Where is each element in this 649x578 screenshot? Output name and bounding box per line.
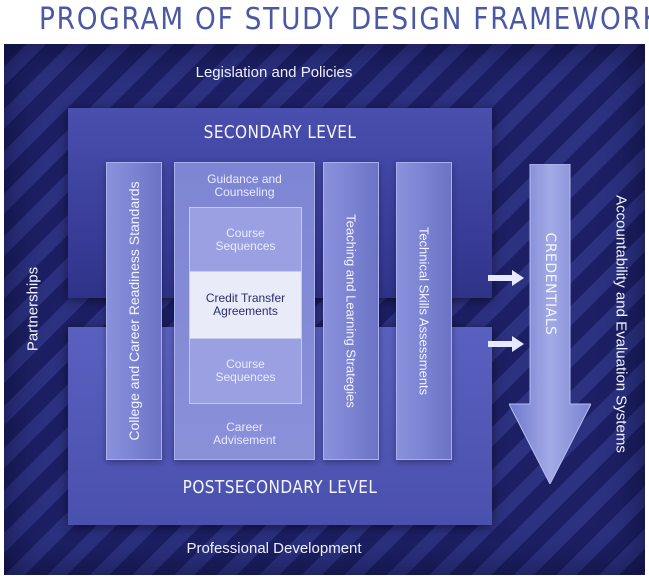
legislation-label: Legislation and Policies [195,64,353,81]
teaching-learning-label: Teaching and Learning Strategies [343,214,359,408]
partnerships-label: Partnerships [24,266,42,352]
postsecondary-level-title: POSTSECONDARY LEVEL [182,477,378,498]
accountability-label-wrap: Accountability and Evaluation Systems [604,154,638,494]
arrow-right-icon [488,270,524,286]
credentials-arrow: CREDENTIALS [509,164,591,484]
credentials-label: CREDENTIALS [542,232,558,336]
framework-frame: Legislation and Policies Professional De… [4,44,645,575]
technical-skills-column: Technical Skills Assessments [396,162,452,460]
technical-skills-label: Technical Skills Assessments [416,226,432,396]
accountability-label: Accountability and Evaluation Systems [612,195,630,453]
arrow-right-icon [488,336,524,352]
college-career-readiness-label: College and Career Readiness Standards [126,181,142,441]
teaching-learning-column: Teaching and Learning Strategies [323,162,379,460]
college-career-readiness-column: College and Career Readiness Standards [106,162,162,460]
down-arrow-icon [509,164,591,484]
professional-development-label: Professional Development [186,540,362,557]
partnerships-label-wrap: Partnerships [18,244,48,374]
secondary-level-title: SECONDARY LEVEL [203,122,357,143]
diagram-title: PROGRAM OF STUDY DESIGN FRAMEWORK [38,2,649,37]
